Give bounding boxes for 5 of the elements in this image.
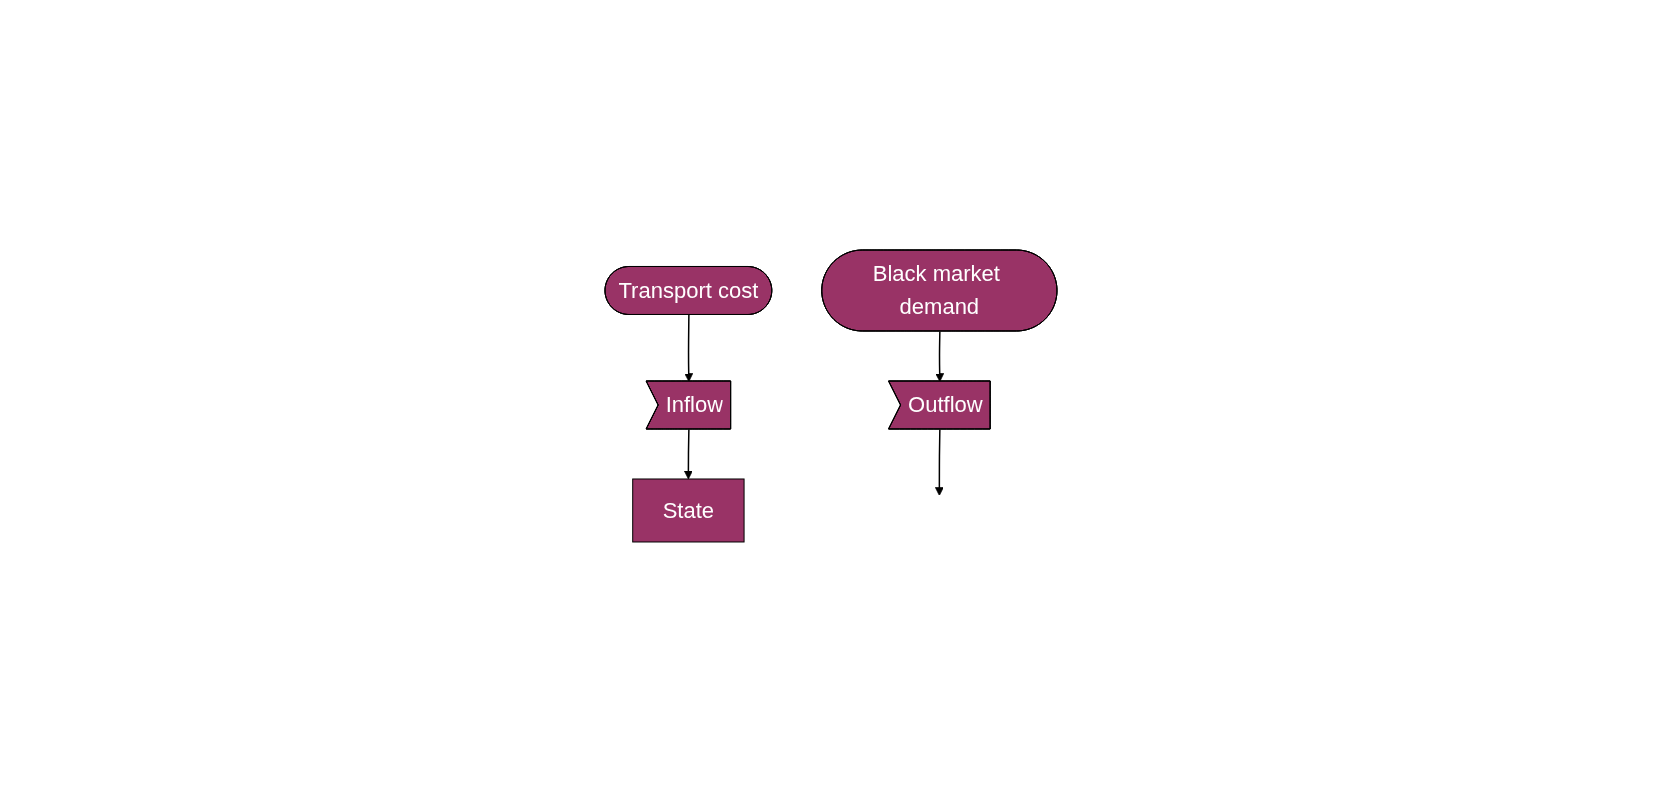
arrow [683, 428, 693, 480]
arrow [934, 428, 944, 496]
arrow [934, 330, 944, 382]
arrow [683, 314, 693, 382]
node-box: State [631, 478, 745, 543]
